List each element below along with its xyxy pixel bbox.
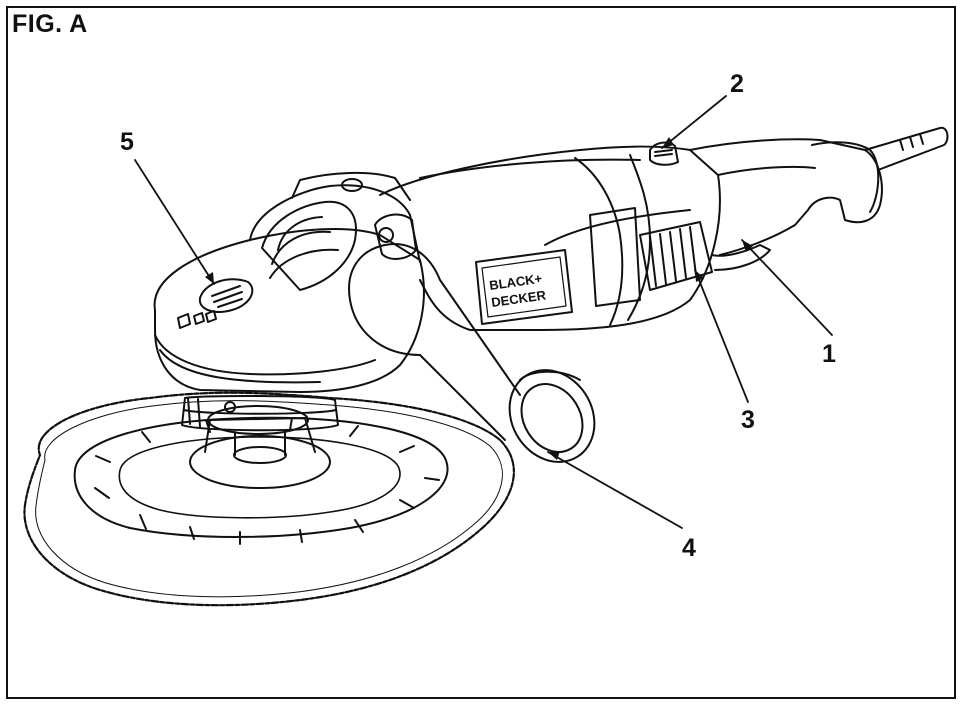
motor-body: BLACK+ DECKER	[379, 141, 721, 331]
power-switch	[649, 141, 679, 166]
brand-line1: BLACK+	[488, 271, 543, 293]
callout-1: 1	[822, 340, 836, 368]
rear-handle	[689, 126, 949, 271]
air-vents	[639, 221, 713, 291]
side-handle	[348, 243, 596, 463]
figure-frame	[6, 6, 956, 699]
polishing-bonnet	[23, 391, 515, 607]
callout-4: 4	[682, 534, 696, 562]
callout-3: 3	[741, 406, 755, 434]
callout-arrowheads	[205, 137, 753, 460]
spindle-collar	[181, 394, 339, 432]
callout-5: 5	[120, 128, 134, 156]
leader-line-2	[661, 95, 727, 149]
leader-line-1	[741, 239, 833, 336]
leader-line-5	[134, 159, 215, 285]
figure-title: FIG. A	[12, 10, 88, 38]
brand-label	[475, 249, 573, 325]
leader-line-4	[547, 451, 683, 529]
gear-head-housing	[153, 171, 425, 393]
callout-leaders	[134, 95, 833, 529]
callout-2: 2	[730, 70, 744, 98]
spindle-lock-button	[198, 278, 254, 313]
leader-line-3	[694, 269, 749, 403]
